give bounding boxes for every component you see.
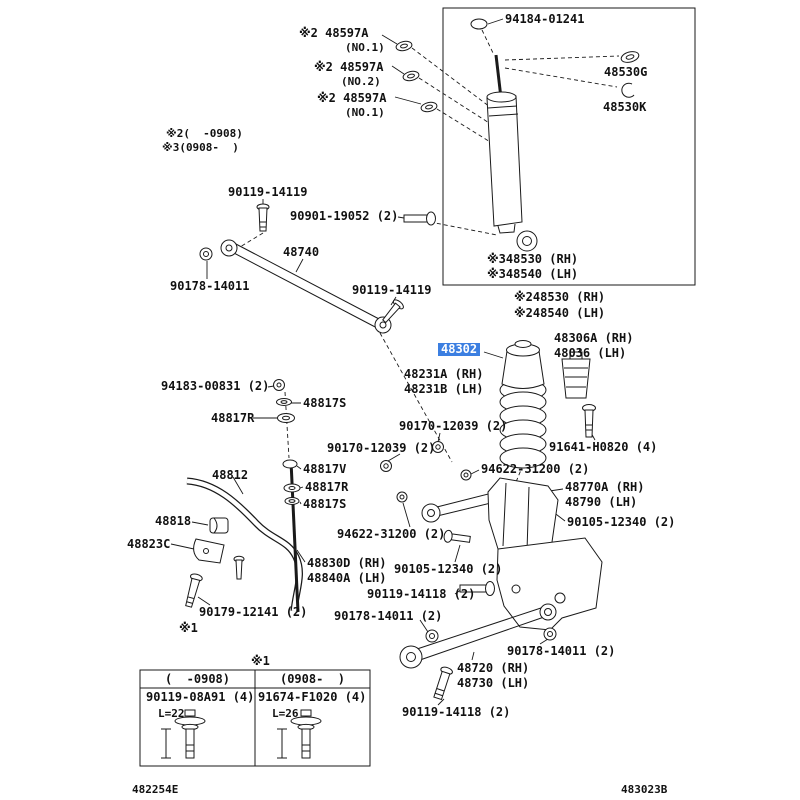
part-label-48730: 48730 (LH)	[457, 676, 530, 690]
part-label-48790: 48790 (LH)	[565, 495, 638, 509]
part-label-90119-14119-b: 90119-14119	[352, 283, 432, 297]
part-label-48720: 48720 (RH)	[457, 661, 530, 675]
part-label-94183-00831: 94183-00831 (2)	[161, 379, 270, 393]
part-label-48597a-2-no: (NO.2)	[341, 75, 381, 88]
ring-48530k-drawing	[621, 82, 635, 98]
bush-48530g-drawing	[620, 51, 640, 63]
part-label-48530-rh-s2: ※248530 (RH)	[514, 290, 606, 304]
shock-absorber-drawing	[470, 18, 538, 252]
part-label-48302-selected[interactable]: 48302	[438, 343, 481, 356]
part-label-48740: 48740	[283, 245, 320, 259]
part-label-48231a: 48231A (RH)	[404, 367, 484, 381]
table-part-right: 91674-F1020 (4)	[258, 690, 367, 704]
part-label-48817s-b: 48817S	[303, 497, 347, 511]
part-label-48818: 48818	[155, 514, 192, 528]
small-fasteners-drawing	[273, 379, 472, 503]
part-label-48817v: 48817V	[303, 462, 347, 476]
part-label-90170-12039-b: 90170-12039 (2)	[327, 441, 436, 455]
part-label-91641-h0820: 91641-H0820 (4)	[549, 440, 658, 454]
stabilizer-bar-drawing	[185, 459, 303, 613]
ref-star1-b: ※1	[251, 654, 270, 668]
part-label-48823c: 48823C	[127, 537, 171, 551]
part-label-48817s-a: 48817S	[303, 396, 347, 410]
part-label-94622-31200-b: 94622-31200 (2)	[337, 527, 446, 541]
part-label-90119-14118-b: 90119-14118 (2)	[402, 705, 511, 719]
figure-code-right: 483023B	[621, 783, 668, 796]
part-label-48817r-b: 48817R	[305, 480, 349, 494]
part-label-90901-19052: 90901-19052 (2)	[290, 209, 399, 223]
part-label-90178-14011-c: 90178-14011 (2)	[507, 644, 616, 658]
part-label-90179-12141: 90179-12141 (2)	[199, 605, 308, 619]
part-label-48597a-3-no: (NO.1)	[345, 106, 385, 119]
part-label-48597a-2: ※2 48597A	[314, 60, 384, 74]
note-star2: ※2( -0908)	[166, 127, 243, 140]
part-label-48770a: 48770A (RH)	[565, 480, 645, 494]
table-header-right: (0908- )	[279, 672, 346, 686]
part-label-90178-14011-a: 90178-14011	[170, 279, 250, 293]
ref-star1-a: ※1	[179, 621, 198, 635]
part-label-48597a-1: ※2 48597A	[299, 26, 369, 40]
part-label-48597a-3: ※2 48597A	[317, 91, 387, 105]
part-label-94184-01241: 94184-01241	[505, 12, 585, 26]
part-label-90119-14118-a: 90119-14118 (2)	[367, 587, 476, 601]
part-label-48812: 48812	[212, 468, 249, 482]
part-label-94622-31200-a: 94622-31200 (2)	[481, 462, 590, 476]
part-label-90105-12340-b: 90105-12340 (2)	[394, 562, 503, 576]
table-length-right: L=26	[272, 707, 299, 720]
part-label-48231b: 48231B (LH)	[404, 382, 484, 396]
part-label-48830d: 48830D (RH)	[307, 556, 387, 570]
bump-stop-drawing	[561, 351, 596, 438]
table-length-left: L=22	[158, 707, 185, 720]
part-label-48817r-a: 48817R	[211, 411, 255, 425]
rod-48740-drawing	[199, 203, 436, 334]
spring-insulator-48302-drawing	[501, 340, 545, 389]
part-label-90119-14119-a: 90119-14119	[228, 185, 308, 199]
part-label-48540-lh-s3: ※348540 (LH)	[487, 267, 579, 281]
table-header-left: ( -0908)	[164, 672, 231, 686]
part-label-90178-14011-b: 90178-14011 (2)	[334, 609, 443, 623]
lower-rod-48720-drawing	[399, 603, 557, 701]
part-label-48530-rh-s3: ※348530 (RH)	[487, 252, 579, 266]
part-label-48540-lh-s2: ※248540 (LH)	[514, 306, 606, 320]
part-label-48306a: 48306A (RH)	[554, 331, 634, 345]
part-label-48036: 48036 (LH)	[554, 346, 627, 360]
shock-inset-box	[442, 7, 696, 286]
dashed-lines	[239, 29, 620, 483]
part-label-48530k: 48530K	[603, 100, 647, 114]
bolt-table-drawing	[139, 669, 371, 767]
note-star3: ※3(0908- )	[162, 141, 239, 154]
figure-code-left: 482254E	[132, 783, 179, 796]
part-label-48530g: 48530G	[604, 65, 648, 79]
part-label-90170-12039-a: 90170-12039 (2)	[399, 419, 508, 433]
washers-48597a-drawing	[395, 40, 438, 113]
part-label-48597a-1-no: (NO.1)	[345, 41, 385, 54]
part-label-90105-12340-a: 90105-12340 (2)	[567, 515, 676, 529]
table-part-left: 90119-08A91 (4)	[146, 690, 255, 704]
axle-carrier-drawing	[425, 477, 603, 643]
part-label-48840a: 48840A (LH)	[307, 571, 387, 585]
